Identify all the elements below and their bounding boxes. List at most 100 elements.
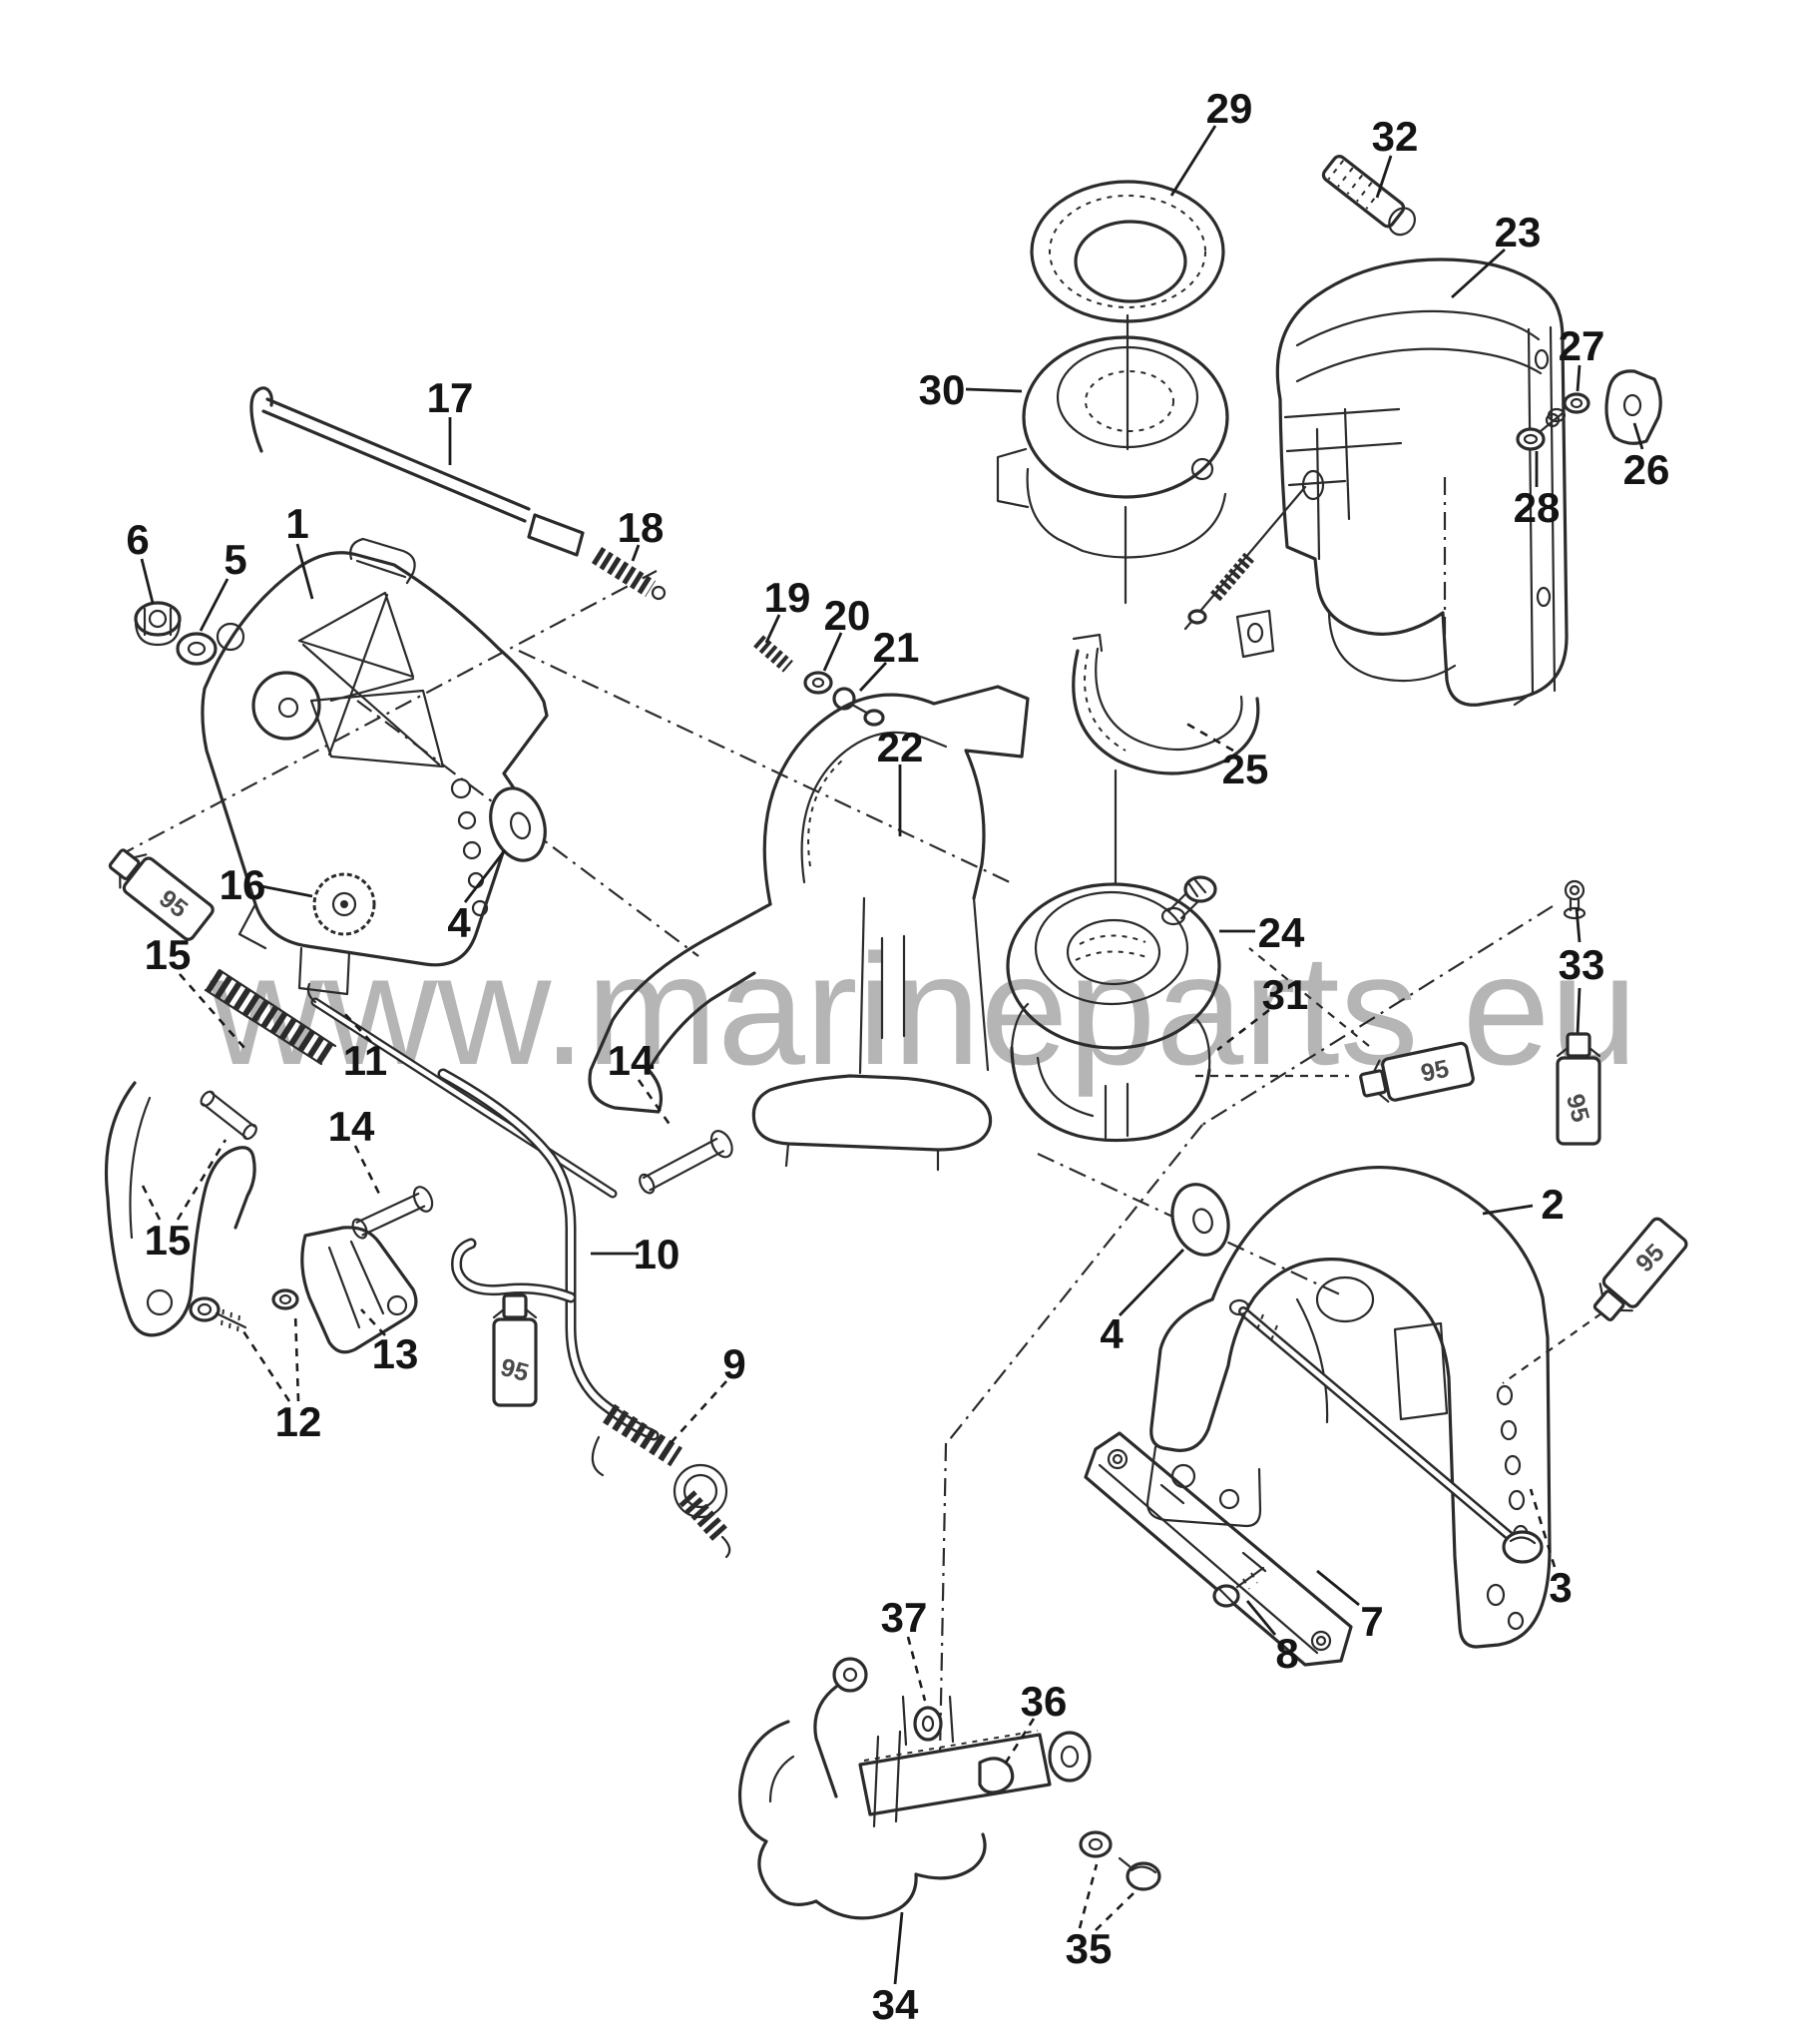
leader-8 xyxy=(1245,1600,1277,1636)
leader-32 xyxy=(1375,155,1393,199)
nut-washer-5-6-art xyxy=(134,601,218,666)
bolt-28-art xyxy=(1516,411,1565,451)
part-label-1: 1 xyxy=(285,500,308,547)
leader-35 xyxy=(1078,1863,1099,1929)
tube-label-95-3: 95 xyxy=(1419,1055,1452,1088)
part-label-21: 21 xyxy=(873,624,920,671)
screw-32-art xyxy=(1321,155,1416,237)
leader-37 xyxy=(906,1636,927,1702)
spring-15-art xyxy=(204,968,337,1067)
part-label-17: 17 xyxy=(427,374,474,421)
leader-16 xyxy=(260,884,313,898)
transom-plate-7-art xyxy=(1084,1431,1353,1667)
part-label-31: 31 xyxy=(1262,971,1309,1018)
leader-35-b xyxy=(1095,1891,1135,1931)
part-label-34: 34 xyxy=(872,1981,919,2028)
cam-13-art xyxy=(300,1226,418,1354)
seal-ring-29-art xyxy=(1030,180,1225,323)
leader-29 xyxy=(1169,125,1217,197)
mount-clamp-25-art xyxy=(1072,485,1307,775)
part-label-6: 6 xyxy=(126,516,149,563)
part-label-5: 5 xyxy=(224,536,246,583)
part-label-15b: 15 xyxy=(145,1217,192,1264)
leader-4b xyxy=(1118,1249,1185,1316)
rod-end-cap xyxy=(651,585,667,601)
leader-34 xyxy=(893,1911,904,1985)
part-label-22: 22 xyxy=(877,724,924,770)
lubricant-tube-95-1: 95 xyxy=(108,848,215,941)
part-label-28: 28 xyxy=(1514,484,1561,531)
part-label-14a: 14 xyxy=(328,1103,375,1150)
lubricant-tube-95-4: 95 xyxy=(1556,1032,1601,1146)
pivot-bolt-3-art xyxy=(1228,1298,1544,1564)
part-label-9: 9 xyxy=(722,1340,745,1387)
part-label-8: 8 xyxy=(1275,1630,1298,1677)
swivel-housing-22-art xyxy=(588,685,1030,1172)
leader-15a xyxy=(179,973,245,1049)
part-label-33: 33 xyxy=(1559,941,1605,988)
leader-11 xyxy=(342,1011,372,1043)
pin-14-left-art xyxy=(351,1186,434,1240)
leader-26 xyxy=(1632,422,1644,450)
screw-8-art xyxy=(1212,1566,1265,1608)
part-label-2: 2 xyxy=(1541,1181,1564,1228)
leader-33-b xyxy=(1576,987,1582,1035)
pin-art xyxy=(200,1090,257,1141)
latch-lever-art xyxy=(104,1081,256,1337)
upper-mount-hub-30-art xyxy=(996,335,1229,559)
part-label-4b: 4 xyxy=(1100,1310,1124,1357)
part-label-29: 29 xyxy=(1206,85,1253,132)
leader-23 xyxy=(1451,248,1506,299)
part-label-37: 37 xyxy=(881,1594,928,1641)
leader-5 xyxy=(199,578,229,632)
clip-36 xyxy=(978,1757,1015,1794)
part-label-26: 26 xyxy=(1623,446,1670,493)
leader-21 xyxy=(858,662,888,692)
lubricant-tube-95-2: 95 xyxy=(492,1293,538,1407)
part-label-12: 12 xyxy=(275,1398,322,1445)
leader-15b-b xyxy=(176,1139,227,1221)
spring-9-art xyxy=(591,1403,731,1559)
leader-1 xyxy=(295,543,314,600)
part-label-19: 19 xyxy=(764,574,811,621)
pin-14-right-art xyxy=(639,1130,733,1195)
part-label-10: 10 xyxy=(634,1231,680,1278)
part-label-24: 24 xyxy=(1258,909,1305,956)
nut-27-art xyxy=(1547,392,1590,423)
leader-13 xyxy=(360,1308,386,1336)
leader-33 xyxy=(1575,907,1582,943)
part-label-32: 32 xyxy=(1372,113,1419,160)
leader-18 xyxy=(631,544,641,562)
leader-19 xyxy=(764,614,781,644)
part-label-7: 7 xyxy=(1360,1598,1383,1645)
leader-15b xyxy=(138,1179,162,1221)
part-label-36: 36 xyxy=(1021,1678,1068,1725)
tilt-rod-17-art xyxy=(249,386,667,601)
part-label-27: 27 xyxy=(1559,322,1605,369)
leader-25 xyxy=(1180,719,1234,753)
leader-27 xyxy=(1576,364,1582,392)
swivel-cup-23-art xyxy=(1275,257,1569,707)
part-label-25: 25 xyxy=(1222,746,1269,792)
part-label-18: 18 xyxy=(618,504,665,551)
lubricant-tube-95-3: 95 xyxy=(1359,1041,1475,1103)
leader-6 xyxy=(140,558,155,604)
part-label-20: 20 xyxy=(824,592,871,639)
thrust-washer-4-left-art xyxy=(489,786,547,862)
leader-12-b xyxy=(293,1312,300,1402)
clamp-knob-26-art xyxy=(1604,369,1662,445)
part-label-16: 16 xyxy=(220,861,266,908)
part-label-11: 11 xyxy=(343,1037,387,1084)
fasteners-19-20-21-art xyxy=(753,635,885,727)
part-label-14b: 14 xyxy=(608,1037,655,1084)
part-label-35: 35 xyxy=(1066,1925,1113,1972)
leader-4a xyxy=(463,849,507,903)
lock-rod-11-art xyxy=(306,982,618,1199)
leader-12 xyxy=(241,1330,291,1402)
shift-bracket-34-art xyxy=(737,1657,1092,1920)
leader-9 xyxy=(670,1380,727,1444)
part-label-30: 30 xyxy=(919,366,966,413)
